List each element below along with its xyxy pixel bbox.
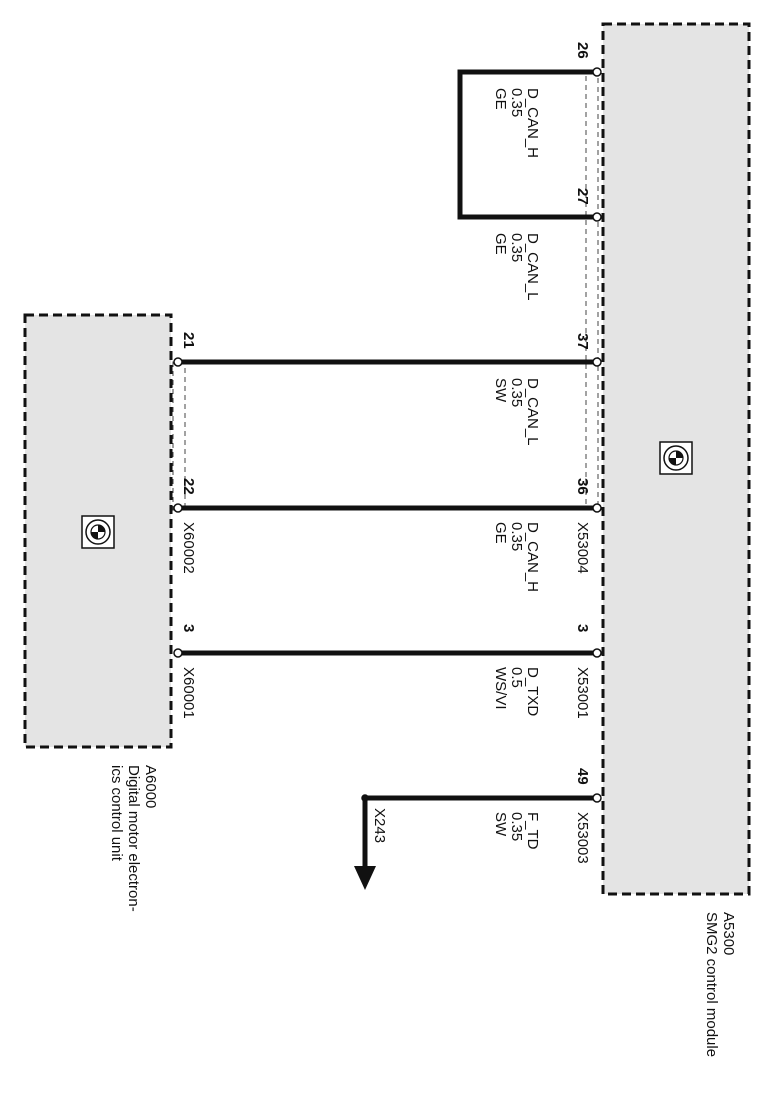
wire-label-2: D_CAN_L 0.35 GE [492, 233, 541, 301]
wire-label-4: D_CAN_H 0.35 GE [492, 522, 541, 592]
wire-label-1: D_CAN_H 0.35 GE [492, 88, 541, 158]
svg-text:SMG2 control module: SMG2 control module [703, 912, 720, 1057]
svg-text:0.35: 0.35 [508, 812, 525, 841]
bmw-logo-icon [81, 515, 115, 549]
svg-text:0.35: 0.35 [508, 522, 525, 551]
svg-text:SW: SW [492, 378, 509, 403]
connector-x243: X243 [371, 808, 388, 843]
pin-36: 36 [574, 478, 591, 495]
pin-27: 27 [574, 188, 591, 205]
pin-26: 26 [574, 42, 591, 59]
svg-text:0.35: 0.35 [508, 233, 525, 262]
svg-text:D_TXD: D_TXD [524, 667, 541, 716]
wire-label-3: D_CAN_L 0.35 SW [492, 378, 541, 446]
connector-x60002: X60002 [180, 522, 197, 574]
module-label-dme: A6000 Digital motor electron- ics contro… [108, 765, 159, 912]
svg-text:A6000: A6000 [142, 765, 159, 808]
module-label-smg2: A5300 SMG2 control module [703, 912, 737, 1057]
svg-text:F_TD: F_TD [524, 812, 541, 850]
connector-x53001: X53001 [574, 667, 591, 719]
svg-text:D_CAN_H: D_CAN_H [524, 522, 541, 592]
arrow-down-icon [354, 866, 376, 890]
svg-text:A5300: A5300 [720, 912, 737, 955]
svg-text:0.35: 0.35 [508, 378, 525, 407]
wire-label-6: F_TD 0.35 SW [492, 812, 541, 850]
svg-text:GE: GE [492, 233, 509, 255]
bmw-logo-icon [659, 441, 693, 475]
svg-text:ics control unit: ics control unit [108, 765, 125, 862]
svg-text:GE: GE [492, 522, 509, 544]
svg-text:Digital motor electron-: Digital motor electron- [125, 765, 142, 912]
svg-text:SW: SW [492, 812, 509, 837]
pin-37: 37 [574, 333, 591, 350]
connector-outline-x53004 [585, 71, 599, 511]
pin-3-smg: 3 [574, 624, 591, 632]
pin-3-dme: 3 [180, 624, 197, 632]
svg-text:WS/VI: WS/VI [492, 667, 509, 710]
svg-text:0.35: 0.35 [508, 88, 525, 117]
svg-text:D_CAN_L: D_CAN_L [524, 233, 541, 301]
svg-text:GE: GE [492, 88, 509, 110]
connector-x53004: X53004 [574, 522, 591, 574]
pin-22: 22 [180, 478, 197, 495]
connector-x60001: X60001 [180, 667, 197, 719]
svg-text:D_CAN_L: D_CAN_L [524, 378, 541, 446]
wire-label-5: D_TXD 0.5 WS/VI [492, 667, 541, 716]
svg-text:D_CAN_H: D_CAN_H [524, 88, 541, 158]
pin-21: 21 [180, 332, 197, 349]
connector-x53003: X53003 [574, 812, 591, 864]
pin-terminals [173, 67, 602, 803]
wire-loop-d-can-h [457, 69, 595, 220]
pin-49: 49 [574, 768, 591, 785]
svg-text:0.5: 0.5 [508, 667, 525, 688]
